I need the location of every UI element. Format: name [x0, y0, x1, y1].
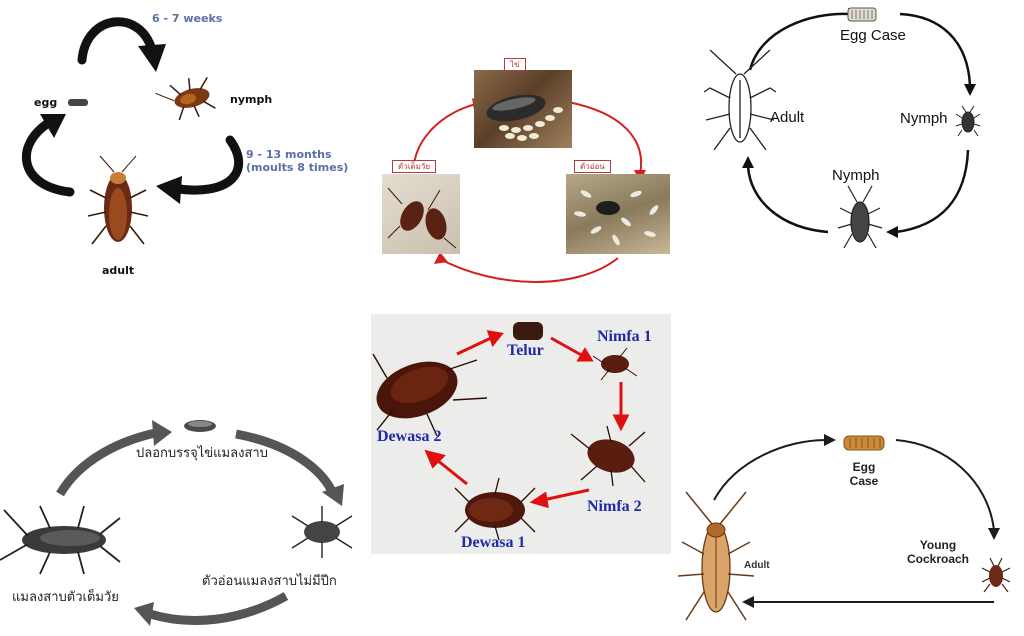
lifecycle-panel-english-brown: Egg Case Young Cockroach Adult: [676, 420, 1022, 634]
egg-case-label-line1: Egg: [852, 460, 876, 474]
egg-label: egg: [34, 96, 58, 109]
nimfa2-icon: [570, 425, 646, 487]
adult-outline-icon: [703, 49, 777, 151]
lifecycle-panel-english-weeks: egg nymph adult 6 - 7 weeks 9 - 13 month…: [0, 0, 360, 290]
telur-egg-icon: [513, 322, 543, 340]
young-cockroach-label-line2: Cockroach: [906, 552, 970, 566]
dewasa1-icon: [454, 477, 536, 541]
lifecycle-panel-malay: Telur Nimfa 1 Nimfa 2 Dewasa 1 Dewasa 2: [371, 314, 671, 554]
nimfa1-label: Nimfa 1: [597, 328, 652, 345]
duration-nymph-to-adult-line1: 9 - 13 months: [246, 148, 332, 161]
lifecycle-panel-english-outline: Egg Case Nymph Nymph Adult: [700, 0, 1020, 260]
panel1-arrows: [21, 17, 244, 245]
adult-icon: [0, 505, 121, 575]
adult-icon: [677, 491, 755, 621]
nimfa2-label: Nimfa 2: [587, 498, 642, 515]
arrow-adult-to-egg: [21, 117, 75, 197]
lifecycle-panel-thai-photos: ไข่ ตัวอ่อน ตัวเต็มวัย: [378, 44, 678, 294]
lifecycle-panel-thai-outline: ปลอกบรรจุไข่แมลงสาบ ตัวอ่อนแมลงสาบไม่มีป…: [0, 400, 370, 636]
telur-label: Telur: [507, 342, 544, 359]
adult-label: Adult: [744, 560, 770, 571]
egg-case-label: Egg Case: [840, 27, 906, 44]
nymph-label: nymph: [230, 93, 273, 106]
adult-label: Adult: [770, 109, 805, 126]
egg-case-label-line2: Case: [849, 474, 879, 488]
nymph-large-icon: [837, 185, 883, 249]
egg-tag: ไข่: [504, 58, 526, 71]
egg-case-label: ปลอกบรรจุไข่แมลงสาบ: [136, 446, 268, 461]
adult-tag: ตัวเต็มวัย: [392, 160, 437, 173]
panel4-arrows: [372, 322, 646, 541]
dewasa2-label: Dewasa 2: [377, 428, 442, 445]
arrow-egg-to-nymph: [77, 17, 157, 65]
nymph-icon: [155, 76, 216, 121]
young-cockroach-label-line1: Young: [919, 538, 957, 552]
egg-case-icon: [847, 7, 877, 22]
adult-label: adult: [102, 264, 135, 277]
young-cockroach-label: Young Cockroach: [896, 538, 980, 566]
panel3-arrows: [703, 7, 981, 249]
adult-label: แมลงสาบตัวเต็มวัย: [12, 590, 119, 605]
egg-case-photo: [474, 70, 572, 148]
adult-icon: [87, 155, 149, 245]
nymph-icon: [291, 506, 353, 558]
nymph-right-label: Nymph: [900, 110, 948, 127]
duration-egg-to-nymph: 6 - 7 weeks: [152, 12, 223, 25]
adults-photo: [382, 174, 460, 254]
arrow-nymph-to-adult: [167, 135, 244, 195]
panel6-arrows: [677, 434, 1011, 621]
nymph-bottom-label: Nymph: [832, 167, 880, 184]
nymph-small-icon: [955, 105, 981, 137]
egg-case-label: Egg Case: [842, 460, 886, 488]
dewasa1-label: Dewasa 1: [461, 534, 526, 551]
egg-icon: [68, 99, 88, 106]
nimfa1-icon: [592, 347, 638, 381]
dewasa2-icon: [372, 353, 488, 437]
duration-nymph-to-adult-line2: (moults 8 times): [246, 161, 349, 174]
nymphs-photo: [566, 174, 670, 254]
nymph-label: ตัวอ่อนแมลงสาบไม่มีปีก: [202, 574, 337, 589]
panel5-arrows: [0, 420, 353, 626]
young-cockroach-icon: [981, 557, 1011, 593]
nymph-tag: ตัวอ่อน: [574, 160, 611, 173]
